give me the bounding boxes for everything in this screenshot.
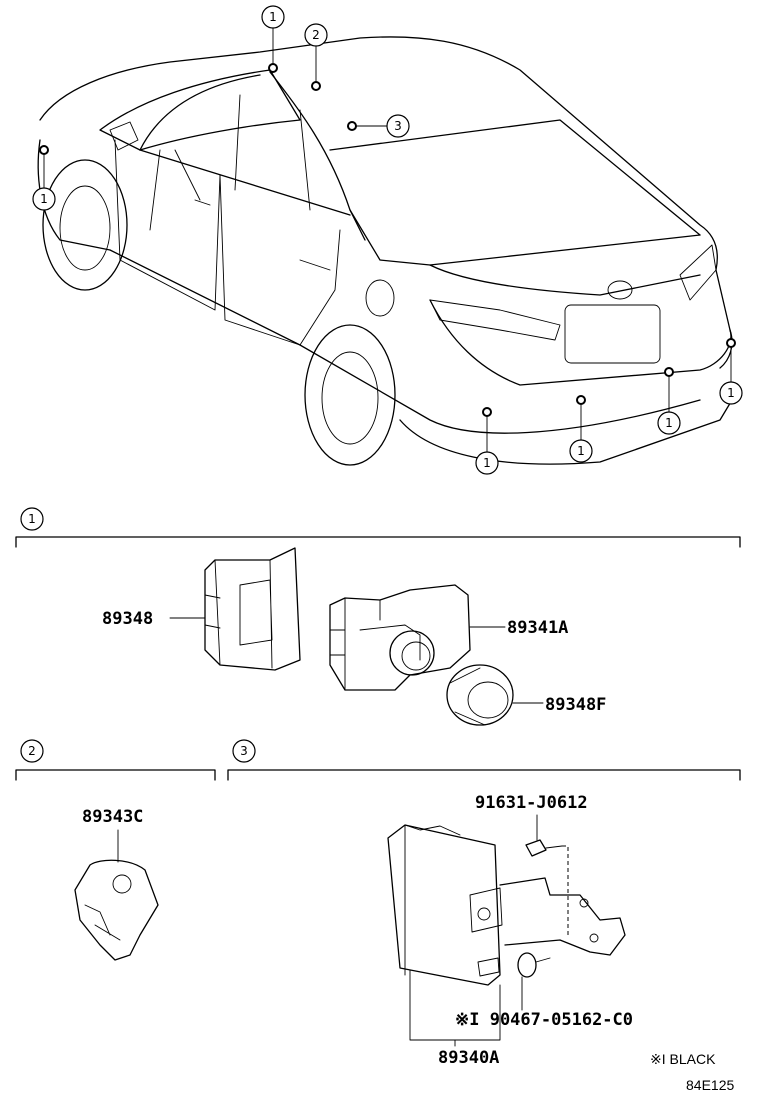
sensor-holder-icon (204, 547, 301, 671)
part-89341A: 89341A (507, 618, 568, 638)
section-1: 1 89348 89341A 89348F (15, 507, 741, 726)
bracket-icon (499, 877, 626, 956)
part-89343C: 89343C (82, 807, 143, 827)
section-2-label: 2 (28, 744, 36, 758)
vehicle-illustration (37, 27, 736, 466)
callout-1-rear-a: 1 (475, 451, 499, 475)
control-module-icon (387, 824, 503, 986)
legend-note: ※I BLACK (650, 1051, 716, 1067)
part-89348: 89348 (102, 609, 153, 629)
parking-sensor-icon (329, 584, 471, 691)
section-1-label: 1 (28, 512, 36, 526)
bolt-icon (517, 952, 551, 978)
dashboard-switch-icon (74, 859, 159, 961)
svg-text:3: 3 (394, 119, 402, 133)
callout-1-rear-b: 1 (569, 439, 593, 463)
screw-icon (525, 839, 563, 857)
section-3-label: 3 (240, 744, 248, 758)
callout-2: 2 (304, 23, 328, 47)
svg-text:1: 1 (483, 456, 491, 470)
section-3: 3 91631-J0612 ※I 90467-05162-C0 (227, 739, 741, 1068)
sensor-bezel-icon (446, 664, 514, 726)
part-89340A: 89340A (438, 1048, 499, 1068)
svg-text:1: 1 (727, 386, 735, 400)
callout-1-rear-d: 1 (719, 381, 743, 405)
callout-1-rear-c: 1 (657, 411, 681, 435)
svg-text:2: 2 (312, 28, 320, 42)
svg-text:1: 1 (665, 416, 673, 430)
part-89348F: 89348F (545, 695, 606, 715)
svg-text:1: 1 (269, 10, 277, 24)
svg-text:1: 1 (577, 444, 585, 458)
section-2: 2 89343C (15, 739, 216, 961)
callout-1-front: 1 (32, 187, 56, 211)
callout-1-top: 1 (261, 5, 285, 29)
callout-3: 3 (386, 114, 410, 138)
callout-bubbles: 1 2 3 1 1 1 1 1 (32, 5, 743, 475)
diagram-code: 84E125 (686, 1077, 734, 1093)
svg-text:1: 1 (40, 192, 48, 206)
part-90467-05162-C0: ※I 90467-05162-C0 (455, 1010, 633, 1030)
part-91631-J0612: 91631-J0612 (475, 793, 588, 813)
